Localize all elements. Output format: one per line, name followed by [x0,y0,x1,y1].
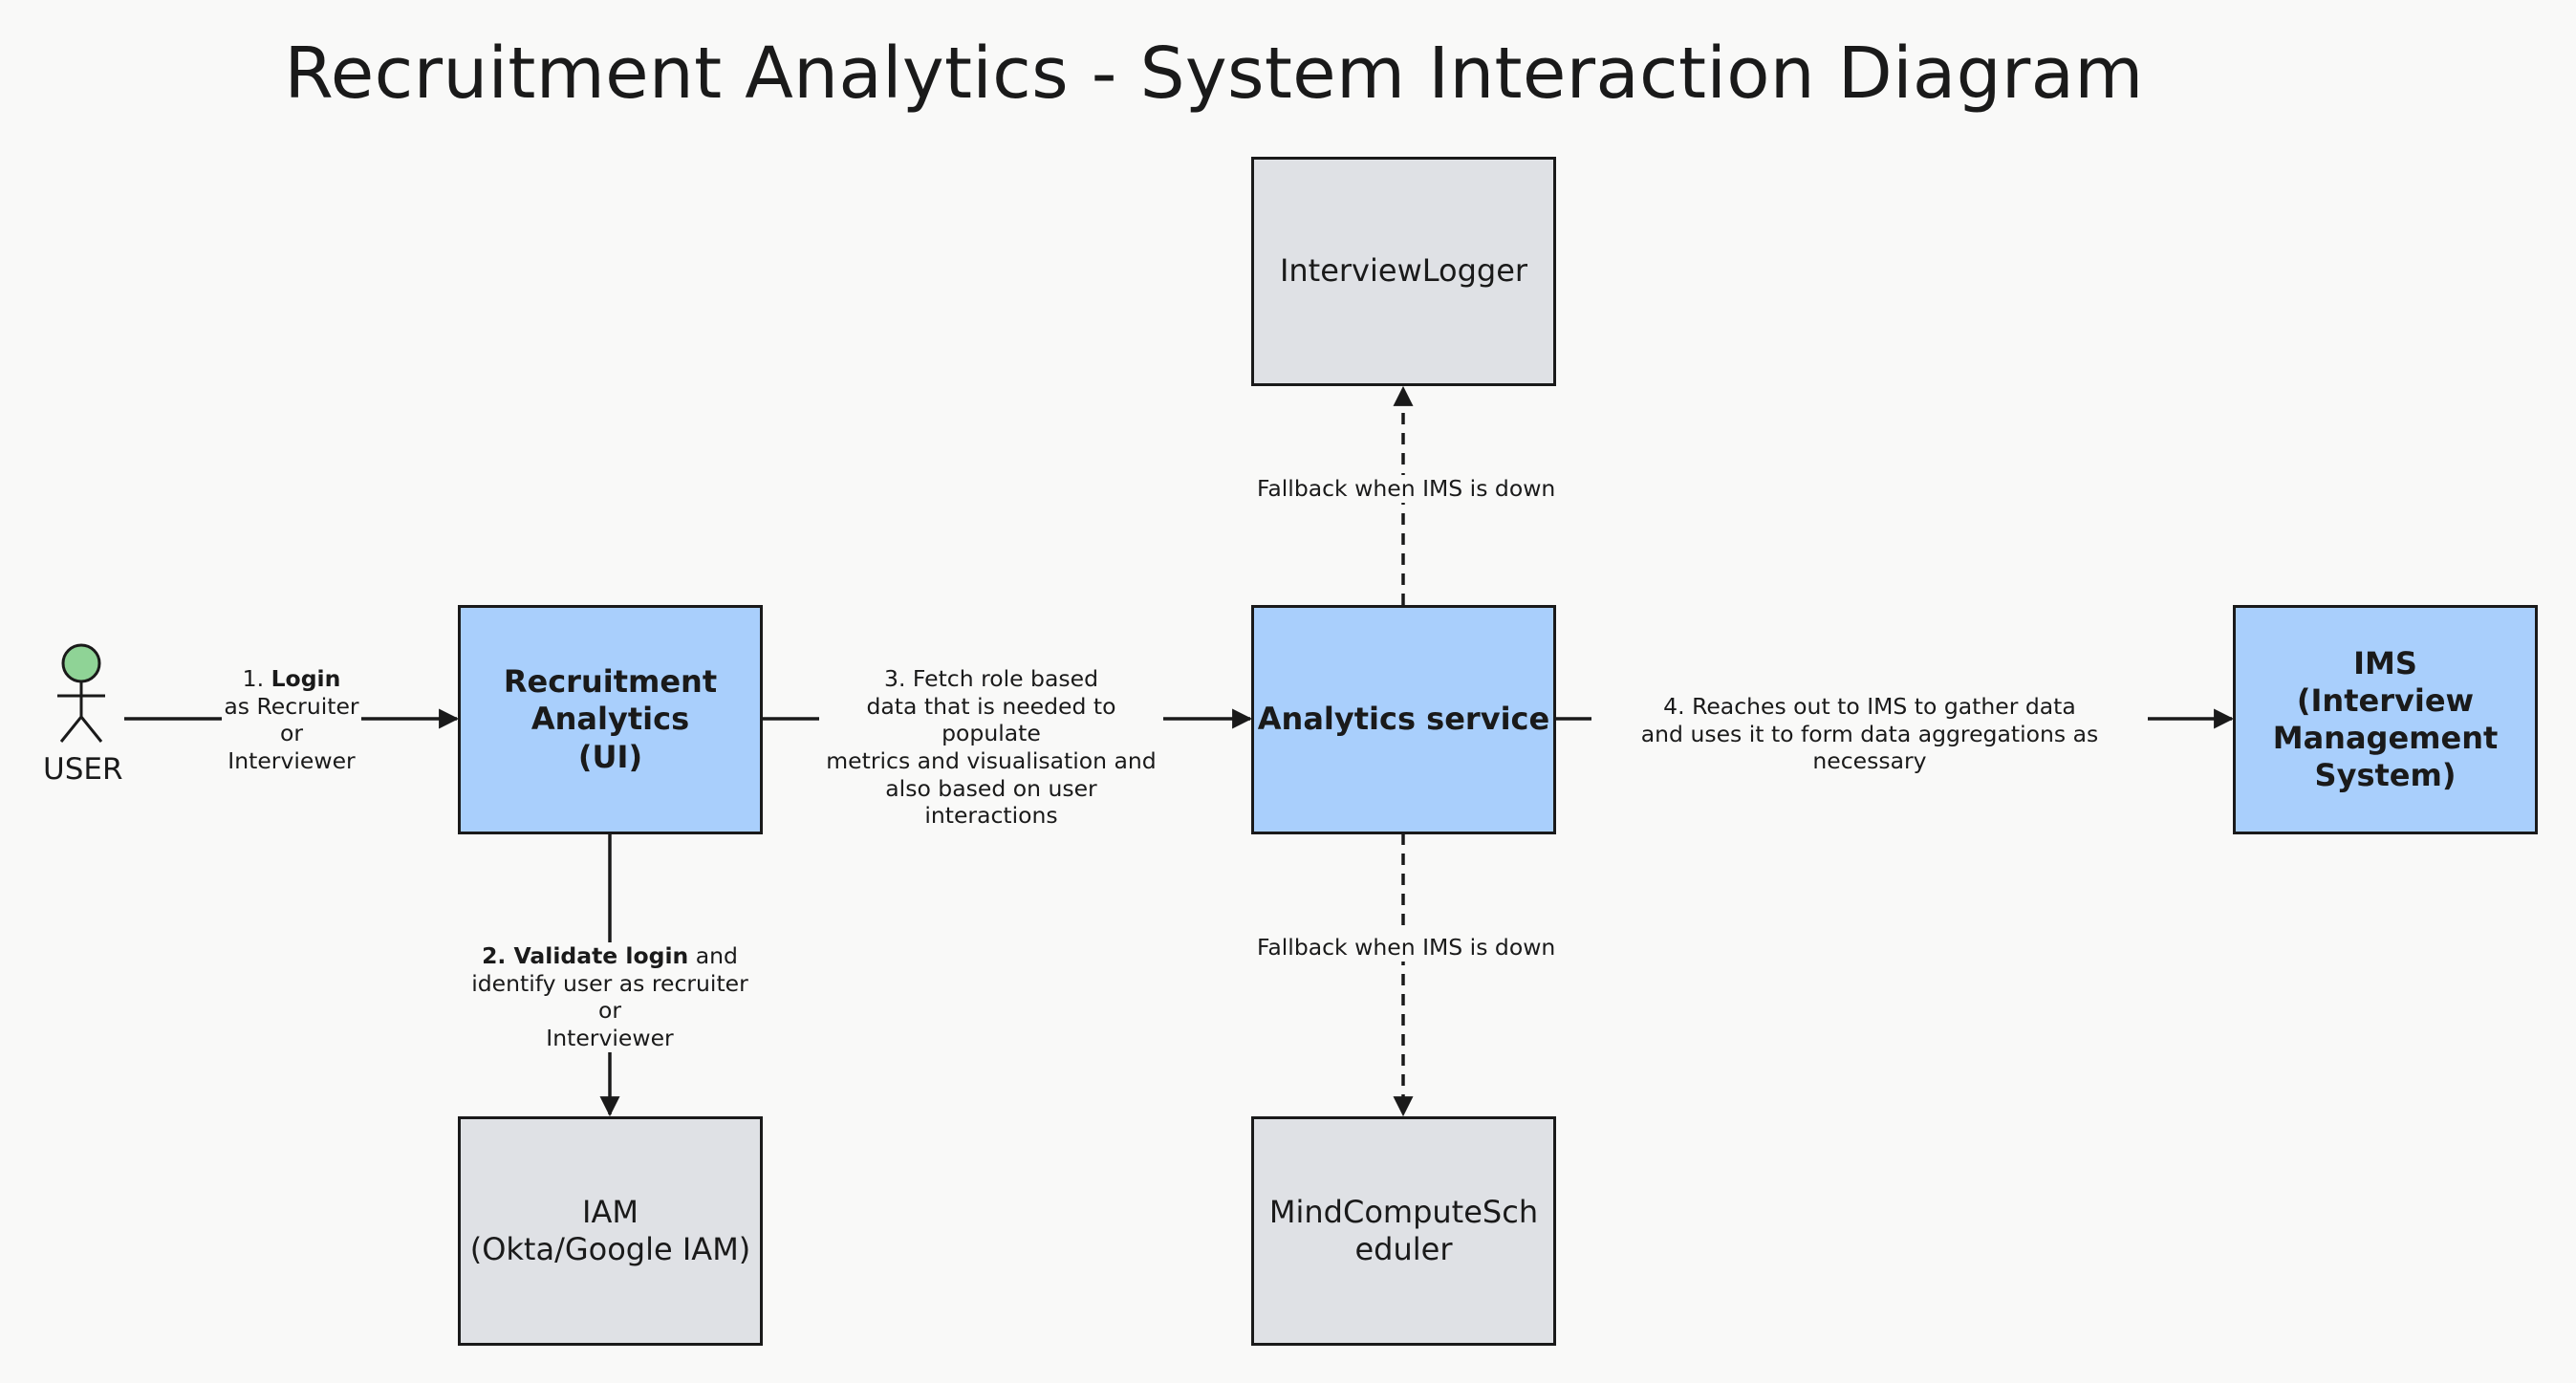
node-mindcompute-scheduler[interactable]: MindComputeSch eduler [1251,1116,1556,1346]
actor-head [61,643,101,683]
label-login: 1. Login as Recruiter or Interviewer [222,665,361,775]
diagram-title: Recruitment Analytics - System Interacti… [284,32,2144,115]
user-actor-icon [57,643,105,743]
node-analytics-service[interactable]: Analytics service [1251,605,1556,834]
label-fallback-scheduler: Fallback when IMS is down [1257,934,1556,962]
node-interview-logger[interactable]: InterviewLogger [1251,157,1556,386]
node-ims[interactable]: IMS (Interview Management System) [2233,605,2538,834]
actor-label: USER [43,752,123,787]
node-recruitment-analytics-ui[interactable]: Recruitment Analytics (UI) [458,605,763,834]
label-fallback-logger: Fallback when IMS is down [1257,475,1556,503]
label-fetch: 3. Fetch role based data that is needed … [819,665,1163,830]
node-iam[interactable]: IAM (Okta/Google IAM) [458,1116,763,1346]
label-ims-gather: 4. Reaches out to IMS to gather data and… [1591,693,2148,775]
